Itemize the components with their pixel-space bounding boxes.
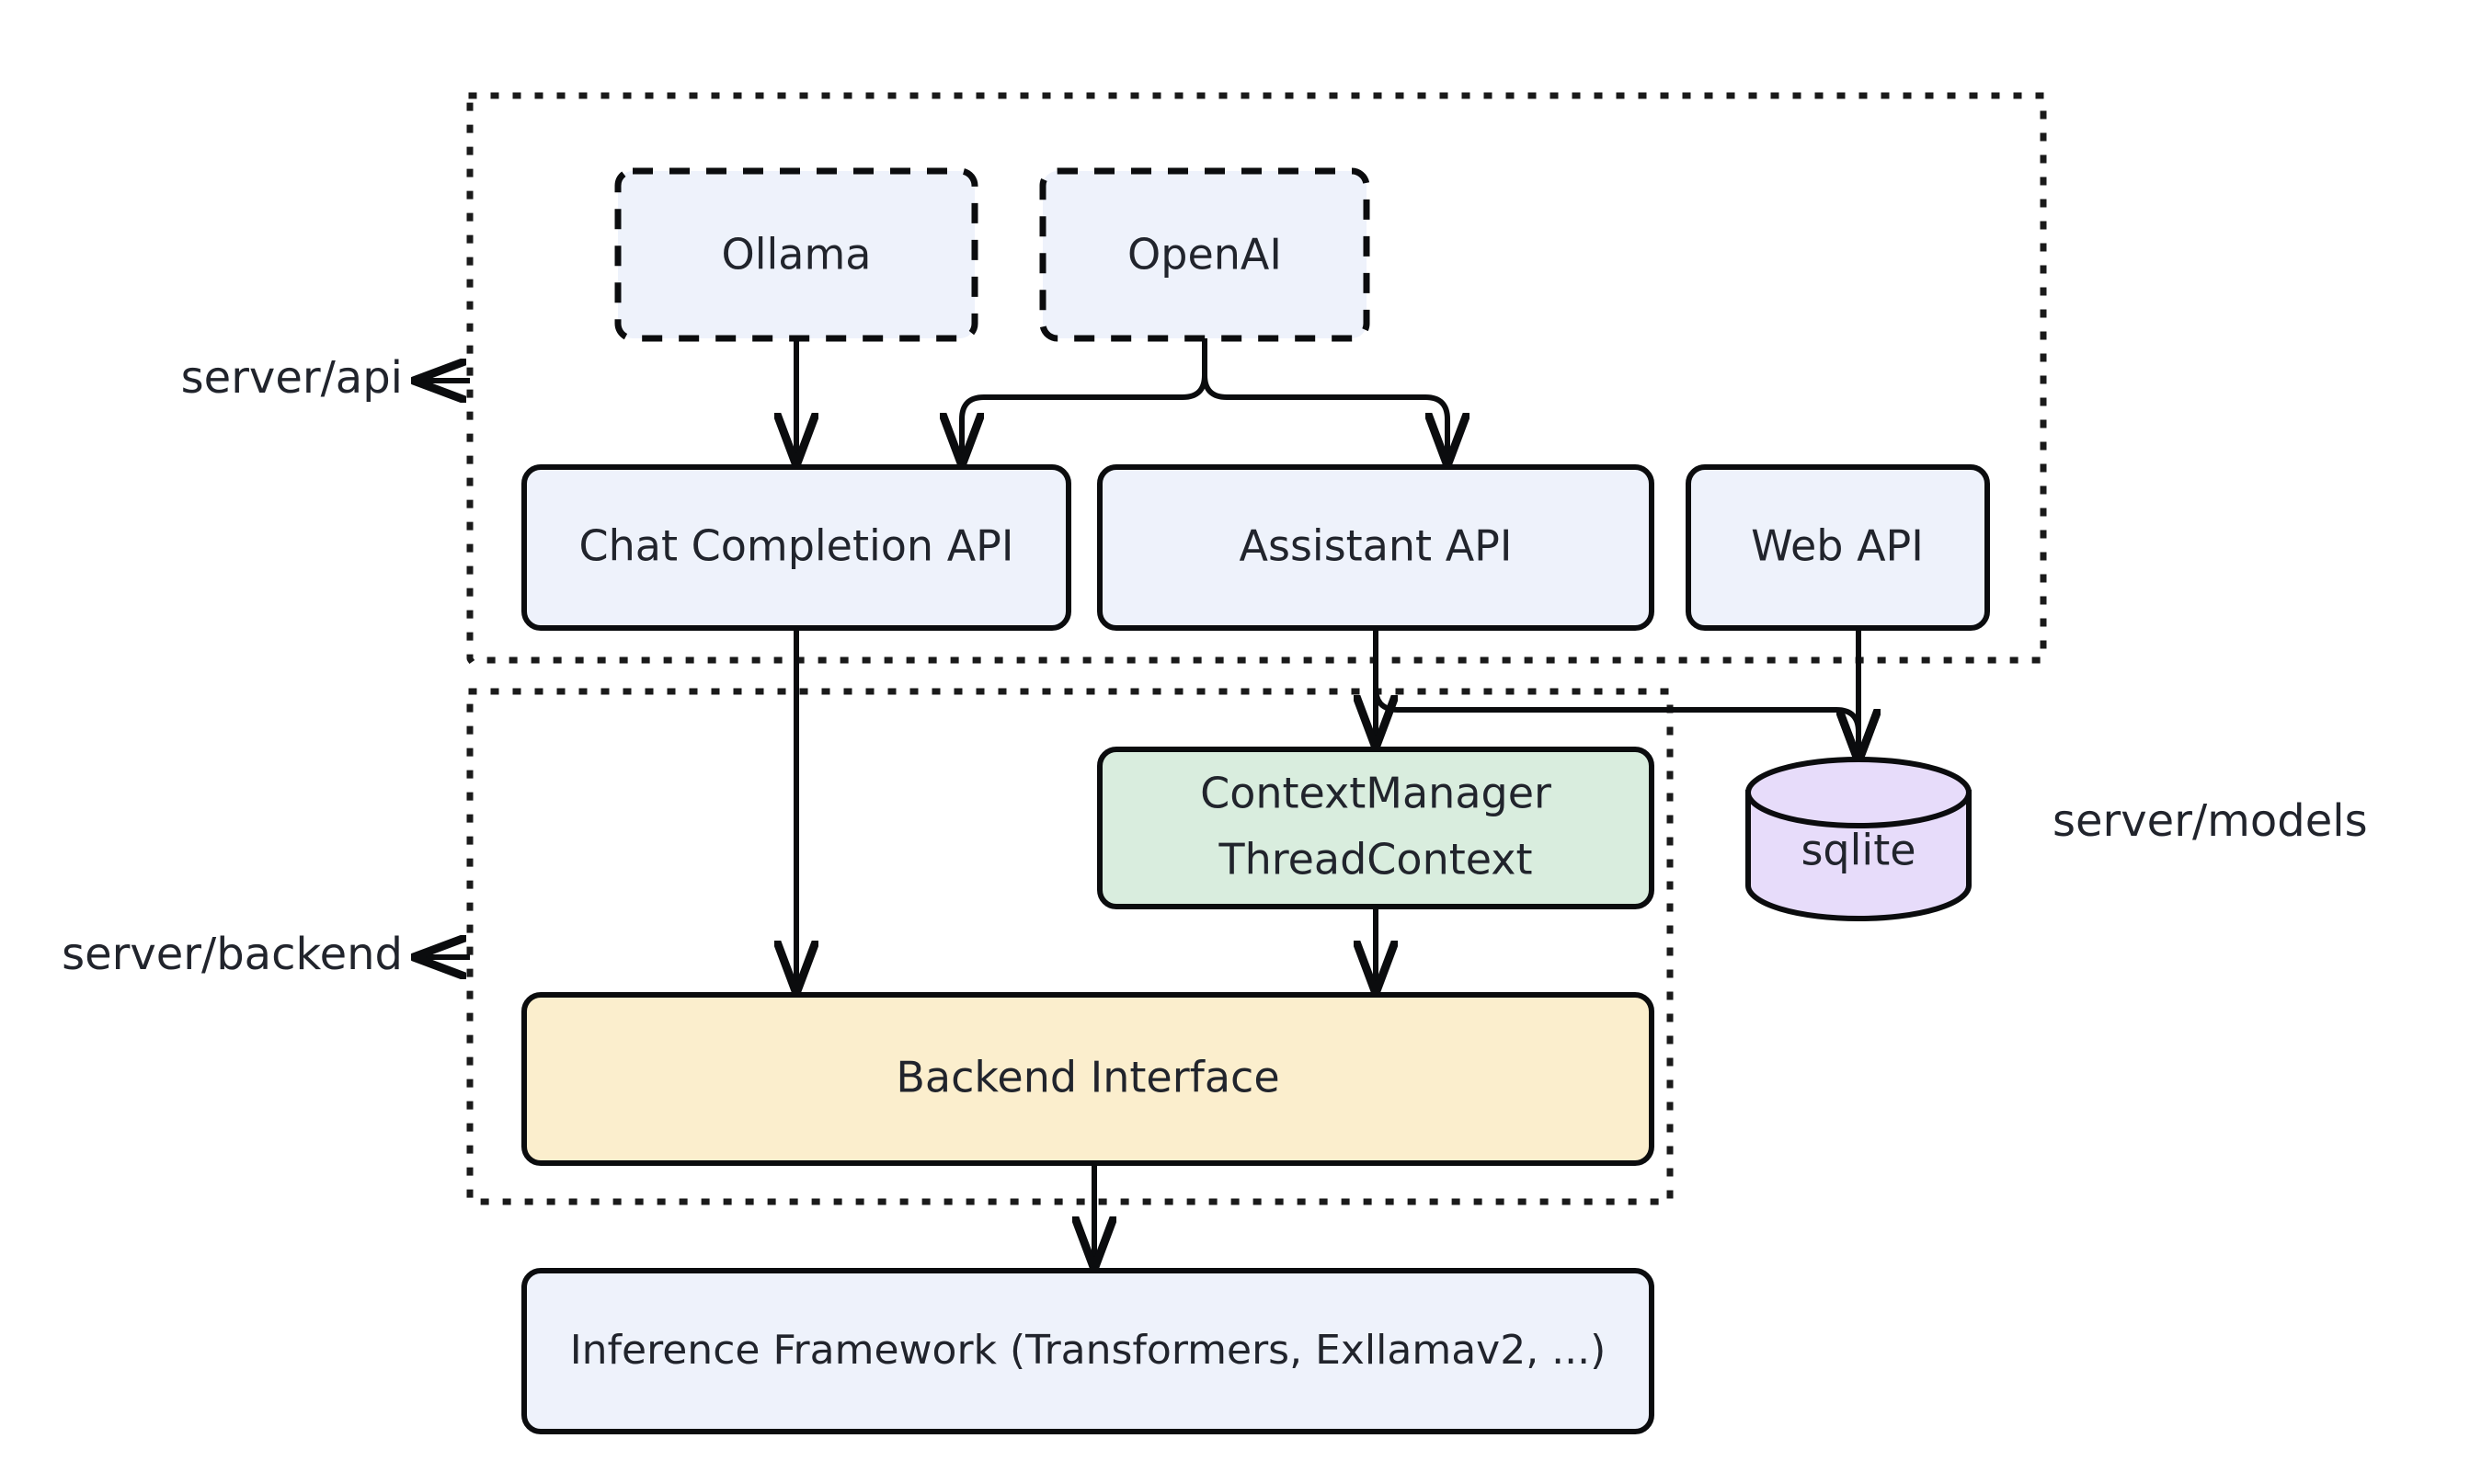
node-backend-interface-label: Backend Interface	[896, 1053, 1279, 1102]
node-inference-framework-box[interactable]	[521, 1268, 1654, 1434]
node-assistant-api-label: Assistant API	[1240, 521, 1513, 571]
node-openai[interactable]: OpenAI	[1039, 167, 1370, 342]
node-chat-completion-api-label: Chat Completion API	[579, 521, 1014, 571]
node-context-manager-label-line1: ContextManager	[1200, 769, 1551, 818]
group-container-server-backend	[466, 688, 1674, 1205]
node-context-manager-box[interactable]	[1097, 747, 1654, 909]
node-web-api[interactable]: Web API	[1686, 464, 1990, 631]
node-ollama-label: Ollama	[722, 230, 872, 280]
node-backend-interface[interactable]: Backend Interface	[521, 992, 1654, 1166]
group-label-server-models: server/models	[2053, 795, 2368, 847]
node-sqlite-top	[1745, 757, 1972, 828]
node-inference-framework-label: Inference Framework (Transformers, Exlla…	[570, 1327, 1607, 1374]
node-web-api-label: Web API	[1751, 521, 1924, 571]
group-label-server-api: server/api	[181, 352, 403, 404]
node-sqlite[interactable]: sqlite	[1745, 757, 1972, 921]
node-context-manager[interactable]: ContextManager ThreadContext	[1097, 747, 1654, 909]
node-context-manager-label-line2: ThreadContext	[1218, 835, 1532, 885]
group-container-server-api	[466, 92, 2047, 664]
node-assistant-api[interactable]: Assistant API	[1097, 464, 1654, 631]
node-openai-box[interactable]	[1039, 167, 1370, 342]
node-chat-completion-api[interactable]: Chat Completion API	[521, 464, 1071, 631]
edge-openai-to-chat-completion-api	[962, 338, 1207, 463]
node-inference-framework[interactable]: Inference Framework (Transformers, Exlla…	[521, 1268, 1654, 1434]
node-openai-label: OpenAI	[1127, 230, 1282, 280]
node-ollama[interactable]: Ollama	[614, 167, 978, 342]
node-backend-interface-box[interactable]	[521, 992, 1654, 1166]
edge-openai-to-assistant-api	[1202, 338, 1447, 463]
node-ollama-box[interactable]	[614, 167, 978, 342]
node-sqlite-label: sqlite	[1801, 826, 1915, 875]
node-web-api-box[interactable]	[1686, 464, 1990, 631]
group-label-server-backend: server/backend	[62, 929, 403, 980]
node-chat-completion-api-box[interactable]	[521, 464, 1071, 631]
node-assistant-api-box[interactable]	[1097, 464, 1654, 631]
